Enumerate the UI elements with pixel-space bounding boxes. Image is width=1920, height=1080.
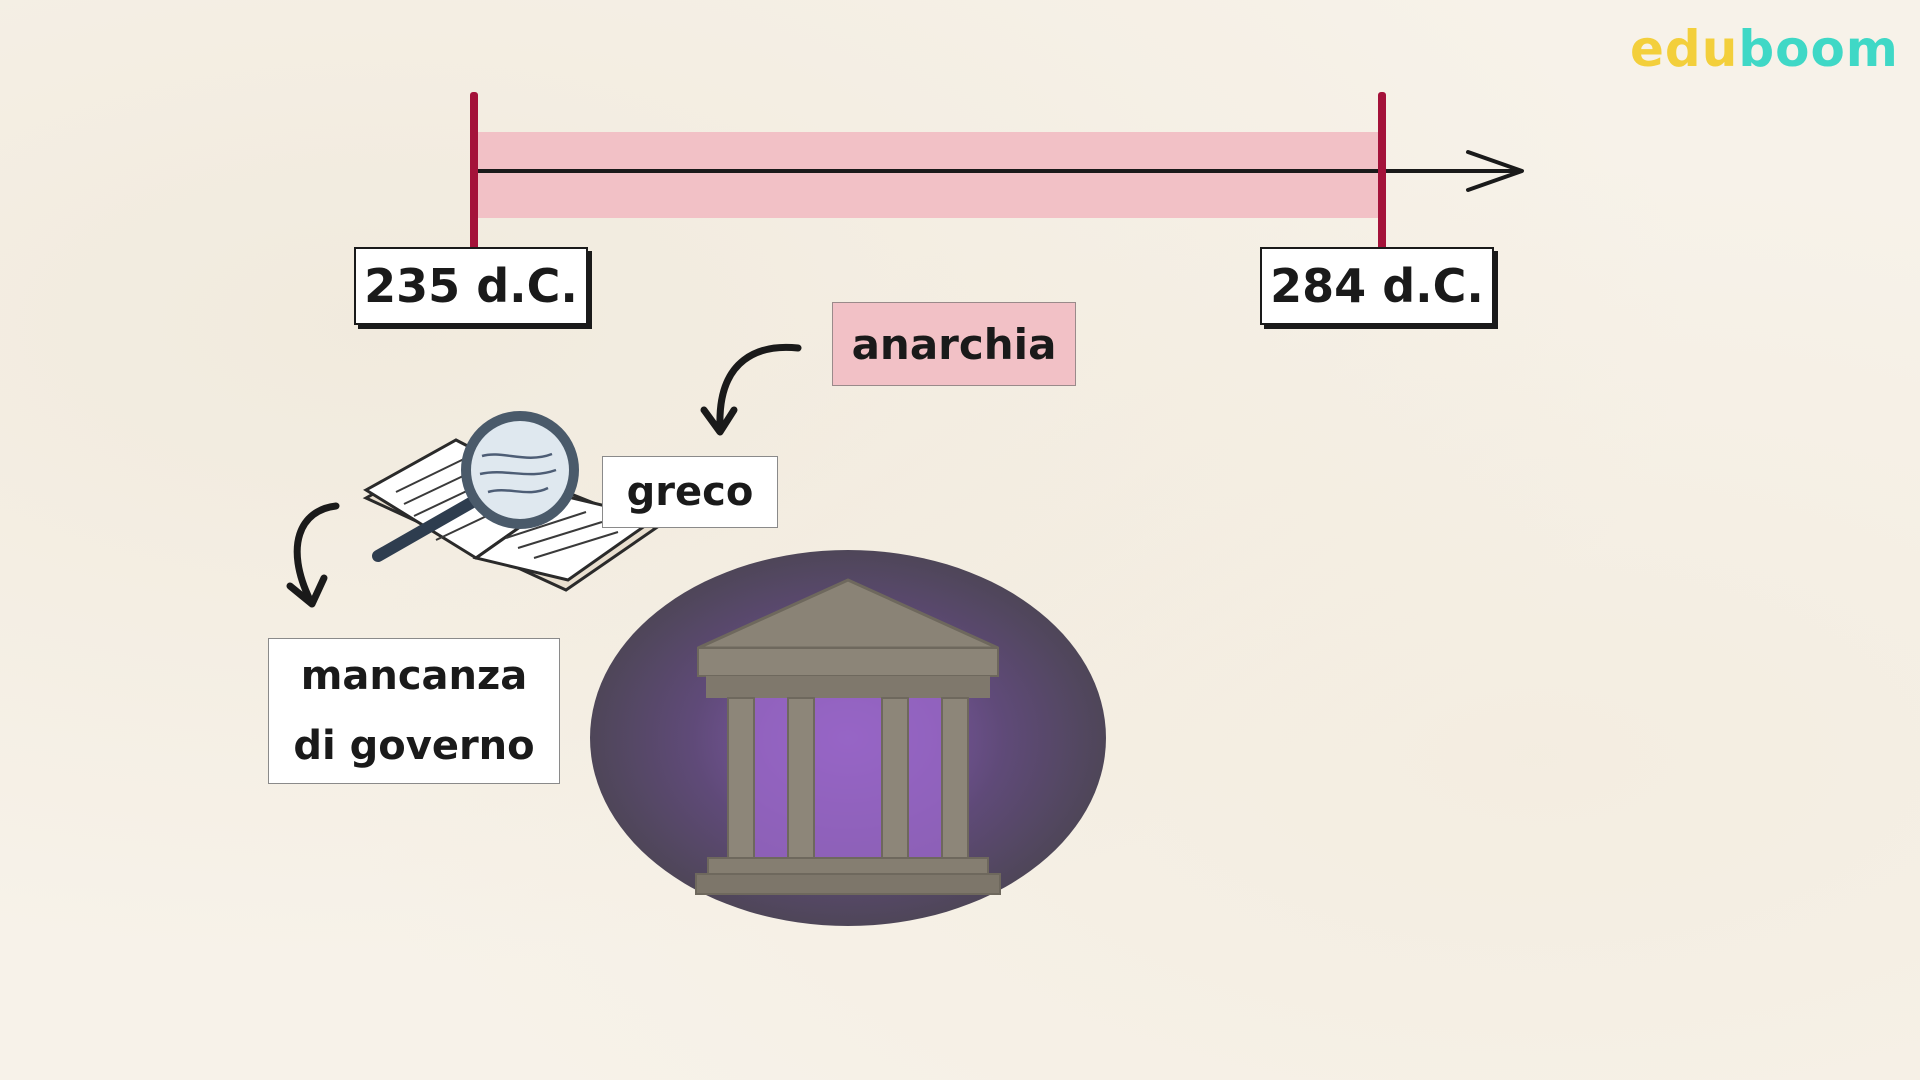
timeline-tick-start <box>470 92 478 250</box>
logo-edu: edu <box>1630 20 1739 78</box>
logo-boom: boom <box>1738 20 1899 78</box>
timeline-period-band <box>474 132 1382 218</box>
term-anarchia-tag: anarchia <box>832 302 1076 386</box>
meaning-line-1: mancanza <box>300 653 528 699</box>
timeline-arrowhead-icon <box>1466 150 1524 192</box>
curved-arrow-icon <box>700 343 802 436</box>
year-label-start: 235 d.C. <box>354 247 588 325</box>
meaning-line-2: di governo <box>293 723 535 769</box>
curved-arrow-icon <box>286 502 340 608</box>
term-greco-tag: greco <box>602 456 778 528</box>
term-meaning-tag: mancanza di governo <box>268 638 560 784</box>
greek-temple-icon <box>590 550 1106 926</box>
timeline-axis-line <box>474 169 1520 173</box>
year-label-end: 284 d.C. <box>1260 247 1494 325</box>
eduboom-logo: eduboom <box>1630 24 1899 74</box>
timeline-tick-end <box>1378 92 1386 250</box>
